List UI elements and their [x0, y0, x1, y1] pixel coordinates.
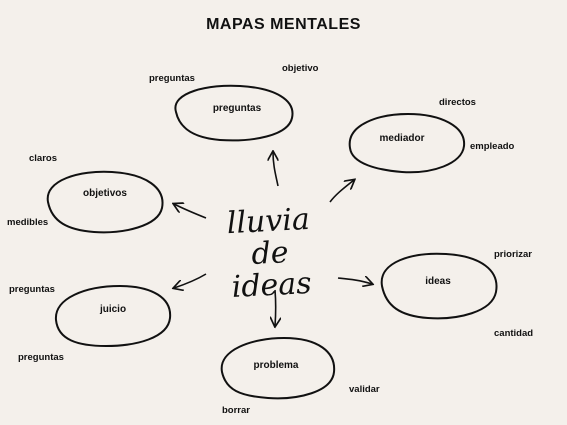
node-label-mediador: mediador: [379, 133, 425, 144]
center-topic-line1: lluvia de: [225, 201, 311, 272]
arrow-to-problema: [275, 289, 276, 326]
tag-objetivos-2: medibles: [7, 217, 49, 228]
tag-juicio-1: preguntas: [9, 284, 55, 295]
arrow-to-objetivos: [174, 204, 207, 219]
center-topic: lluvia de ideas: [208, 201, 333, 306]
node-ellipse-juicio: [54, 284, 172, 348]
arrow-to-preguntas: [273, 152, 279, 187]
tag-juicio-2: preguntas: [18, 352, 64, 363]
tag-ideas-1: priorizar: [494, 249, 533, 260]
tag-problema-1: validar: [349, 384, 380, 395]
arrow-to-ideas: [337, 278, 372, 284]
node-label-problema: problema: [253, 360, 299, 371]
tag-ideas-2: cantidad: [494, 328, 534, 339]
node-label-juicio: juicio: [99, 304, 127, 315]
node-ellipse-problema: [220, 336, 336, 400]
arrow-to-juicio: [174, 273, 207, 288]
center-topic-line2: ideas: [230, 265, 313, 306]
page-title: MAPAS MENTALES: [206, 16, 361, 33]
tag-mediador-2: empleado: [470, 141, 515, 152]
tag-preguntas-1: preguntas: [149, 73, 195, 84]
node-ellipse-objetivos: [46, 170, 164, 234]
node-ellipse-mediador: [348, 112, 466, 174]
node-label-objetivos: objetivos: [83, 188, 127, 199]
node-ellipse-ideas: [380, 252, 498, 320]
node-label-preguntas: preguntas: [212, 103, 262, 114]
tag-mediador-1: directos: [439, 97, 476, 108]
tag-problema-2: borrar: [222, 405, 250, 416]
node-label-ideas: ideas: [425, 276, 451, 287]
node-ellipse-preguntas: [174, 84, 294, 142]
tag-objetivos-1: claros: [29, 153, 57, 164]
tag-preguntas-2: objetivo: [282, 63, 319, 74]
arrow-to-mediador: [329, 180, 354, 203]
